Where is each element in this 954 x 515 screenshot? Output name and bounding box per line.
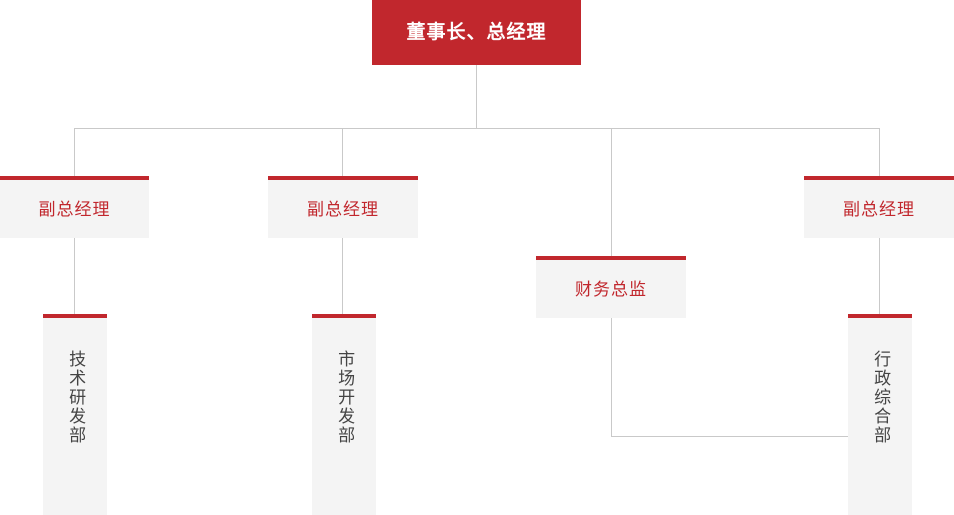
node-label: 技术研发部 xyxy=(66,350,86,445)
connector-cfo-down xyxy=(611,318,612,437)
node-label: 副总经理 xyxy=(307,199,379,219)
connector-cfo-to-admin xyxy=(611,436,879,437)
node-label: 市场开发部 xyxy=(335,350,355,445)
node-technology-rd-department[interactable]: 技术研发部 xyxy=(43,314,107,515)
node-deputy-general-manager-2[interactable]: 副总经理 xyxy=(268,176,418,238)
node-label: 副总经理 xyxy=(38,199,111,219)
node-financial-director[interactable]: 财务总监 xyxy=(536,256,686,318)
connector-vp3-to-dept3 xyxy=(879,238,880,314)
node-label: 行政综合部 xyxy=(871,350,891,445)
node-market-development-department[interactable]: 市场开发部 xyxy=(312,314,376,515)
connector-vp2-to-dept2 xyxy=(342,238,343,314)
connector-root-down xyxy=(476,65,477,128)
connector-vp1-to-dept1 xyxy=(74,238,75,314)
node-label: 副总经理 xyxy=(843,199,915,219)
node-chairman-general-manager[interactable]: 董事长、总经理 xyxy=(372,0,581,65)
connector-bus-to-vp3 xyxy=(879,128,880,176)
connector-bus-to-cfo xyxy=(611,128,612,256)
node-deputy-general-manager-3[interactable]: 副总经理 xyxy=(804,176,954,238)
connector-bus-horizontal xyxy=(74,128,880,129)
node-label: 财务总监 xyxy=(575,279,647,299)
node-label: 董事长、总经理 xyxy=(406,22,547,43)
node-deputy-general-manager-1[interactable]: 副总经理 xyxy=(0,176,149,238)
connector-bus-to-vp2 xyxy=(342,128,343,176)
connector-bus-to-vp1 xyxy=(74,128,75,176)
node-administrative-general-department[interactable]: 行政综合部 xyxy=(848,314,912,515)
